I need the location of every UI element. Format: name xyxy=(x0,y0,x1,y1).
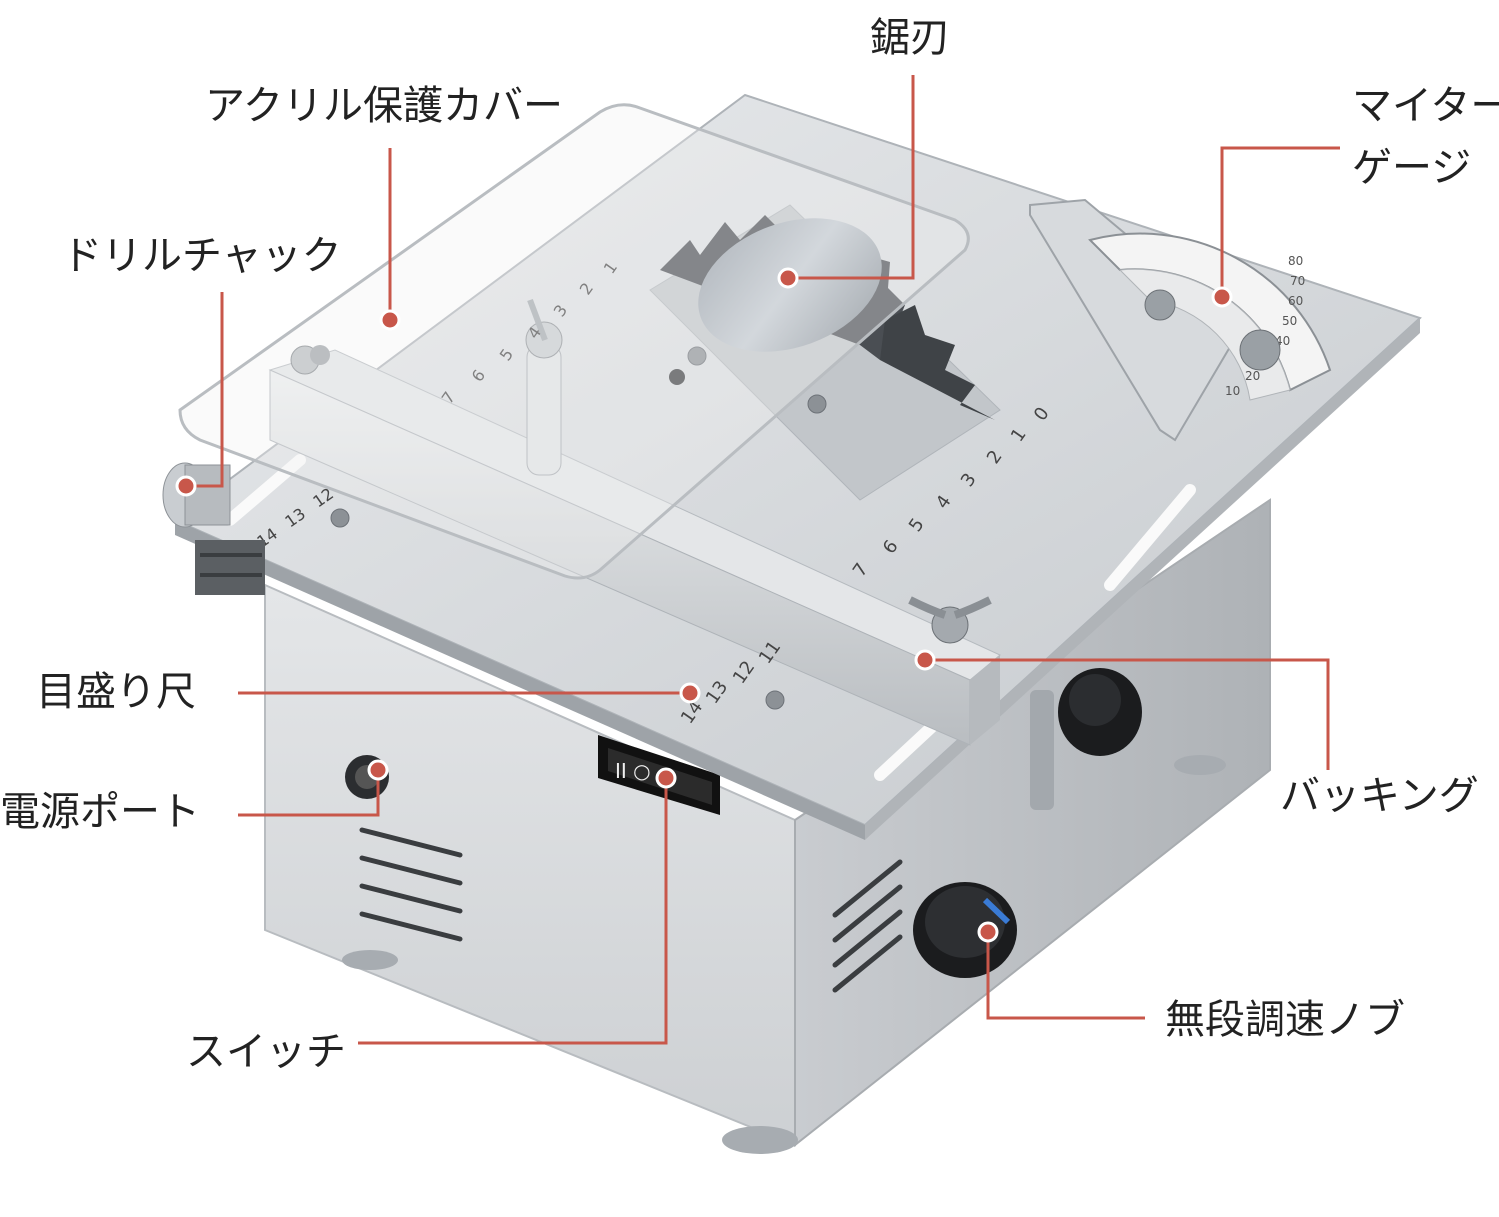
callout-dots xyxy=(175,267,1233,943)
switch-marks: II ○ xyxy=(615,759,651,783)
miter-slot xyxy=(1104,484,1196,591)
rip-fence xyxy=(268,298,1001,746)
svg-text:50: 50 xyxy=(1282,314,1297,328)
callout-switch xyxy=(358,778,668,1045)
callout-drill-chuck xyxy=(185,292,224,488)
fence-end xyxy=(970,655,1000,745)
drill-chuck xyxy=(162,462,265,595)
label-power-port: 電源ポート xyxy=(0,789,200,835)
dot-switch xyxy=(655,767,677,789)
svg-text:80: 80 xyxy=(1288,254,1303,268)
screw xyxy=(765,690,785,710)
dot-backing xyxy=(914,649,936,671)
label-drill-chuck: ドリルチャック xyxy=(62,233,342,279)
speed-knob xyxy=(913,882,1017,978)
label-backing: バッキング xyxy=(1280,773,1479,819)
side-vents xyxy=(832,859,903,993)
callout-lines xyxy=(185,75,1340,1045)
foot xyxy=(1174,755,1226,775)
screw xyxy=(807,394,827,414)
svg-text:20: 20 xyxy=(1245,369,1260,383)
callout-saw-blade xyxy=(790,75,915,280)
screw xyxy=(687,346,707,366)
callout-power-port xyxy=(238,770,380,817)
acrylic-cover xyxy=(178,103,970,580)
dot-drill-chuck xyxy=(175,475,197,497)
table-edge-right xyxy=(865,318,1420,840)
dot-scale-ruler xyxy=(679,682,701,704)
callout-speed-knob xyxy=(986,932,1145,1020)
label-scale-ruler: 目盛り尺 xyxy=(36,669,196,715)
foot xyxy=(342,950,398,970)
svg-text:70: 70 xyxy=(1290,274,1305,288)
dot-speed-knob xyxy=(977,921,999,943)
miter-gauge-body xyxy=(1029,198,1242,442)
label-saw-blade: 鋸刃 xyxy=(870,15,950,61)
label-speed-knob: 無段調速ノブ xyxy=(1165,997,1405,1043)
foot xyxy=(722,1126,798,1154)
dot-miter-gauge xyxy=(1211,286,1233,308)
miter-knob xyxy=(1239,329,1281,371)
screw xyxy=(330,508,350,528)
svg-text:60: 60 xyxy=(1288,294,1303,308)
label-switch: スイッチ xyxy=(186,1029,346,1075)
miter-gauge: 10 20 30 40 50 60 70 80 xyxy=(1029,198,1332,442)
label-miter-gauge-line1: マイター xyxy=(1352,83,1499,129)
dot-power-port xyxy=(367,759,389,781)
side-clamp-knob xyxy=(1030,668,1142,810)
fence-wingnut xyxy=(908,596,992,644)
saw-blade xyxy=(660,215,995,420)
miter-slot xyxy=(224,454,306,526)
table-edge xyxy=(175,520,865,840)
dot-acrylic-cover xyxy=(379,309,401,331)
left-clamp xyxy=(290,345,330,375)
label-acrylic-cover: アクリル保護カバー xyxy=(205,83,563,129)
svg-text:10: 10 xyxy=(1225,384,1240,398)
front-vents xyxy=(359,827,463,942)
callout-backing xyxy=(925,658,1330,770)
table-hole xyxy=(669,369,685,385)
miter-bolt xyxy=(1144,289,1176,321)
label-miter-gauge-line2: ゲージ xyxy=(1352,145,1472,191)
dot-saw-blade xyxy=(777,267,799,289)
fence-post xyxy=(525,298,563,476)
callout-miter-gauge xyxy=(1220,146,1340,297)
